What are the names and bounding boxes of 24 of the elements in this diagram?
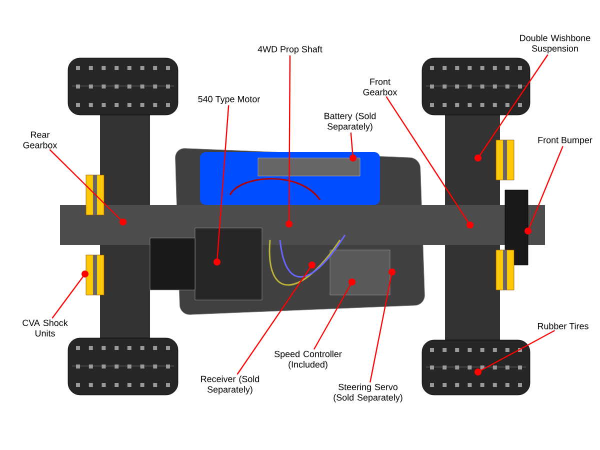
leader-line xyxy=(350,132,356,162)
callout-label: Double Wishbone Suspension xyxy=(520,34,590,54)
callout-label: Front Bumper xyxy=(538,136,592,145)
leader-line xyxy=(386,96,474,228)
callout-label: Steering Servo (Sold Separately) xyxy=(334,384,402,402)
callout-label: CVA Shock Units xyxy=(22,319,68,337)
leader-line xyxy=(370,268,396,382)
leader-line xyxy=(313,278,356,350)
leader-line xyxy=(214,105,230,266)
callout-label: Rear Gearbox xyxy=(23,132,58,148)
leader-line xyxy=(524,146,564,234)
callout-label: Front Gearbox xyxy=(363,78,398,96)
leader-line xyxy=(52,270,88,319)
callout-label: 540 Type Motor xyxy=(198,96,260,104)
leader-line xyxy=(236,262,316,375)
leader-line xyxy=(474,330,555,376)
leader-line xyxy=(474,54,548,162)
callout-label: Receiver (Sold Separately) xyxy=(201,376,260,394)
callout-label: Battery (Sold Separately) xyxy=(324,112,376,132)
leader-line xyxy=(286,55,292,228)
leader-line xyxy=(49,149,126,226)
callout-label: Rubber Tires xyxy=(538,322,588,330)
callout-label: Speed Controller (Included) xyxy=(274,350,342,370)
callout-label: 4WD Prop Shaft xyxy=(258,46,322,54)
